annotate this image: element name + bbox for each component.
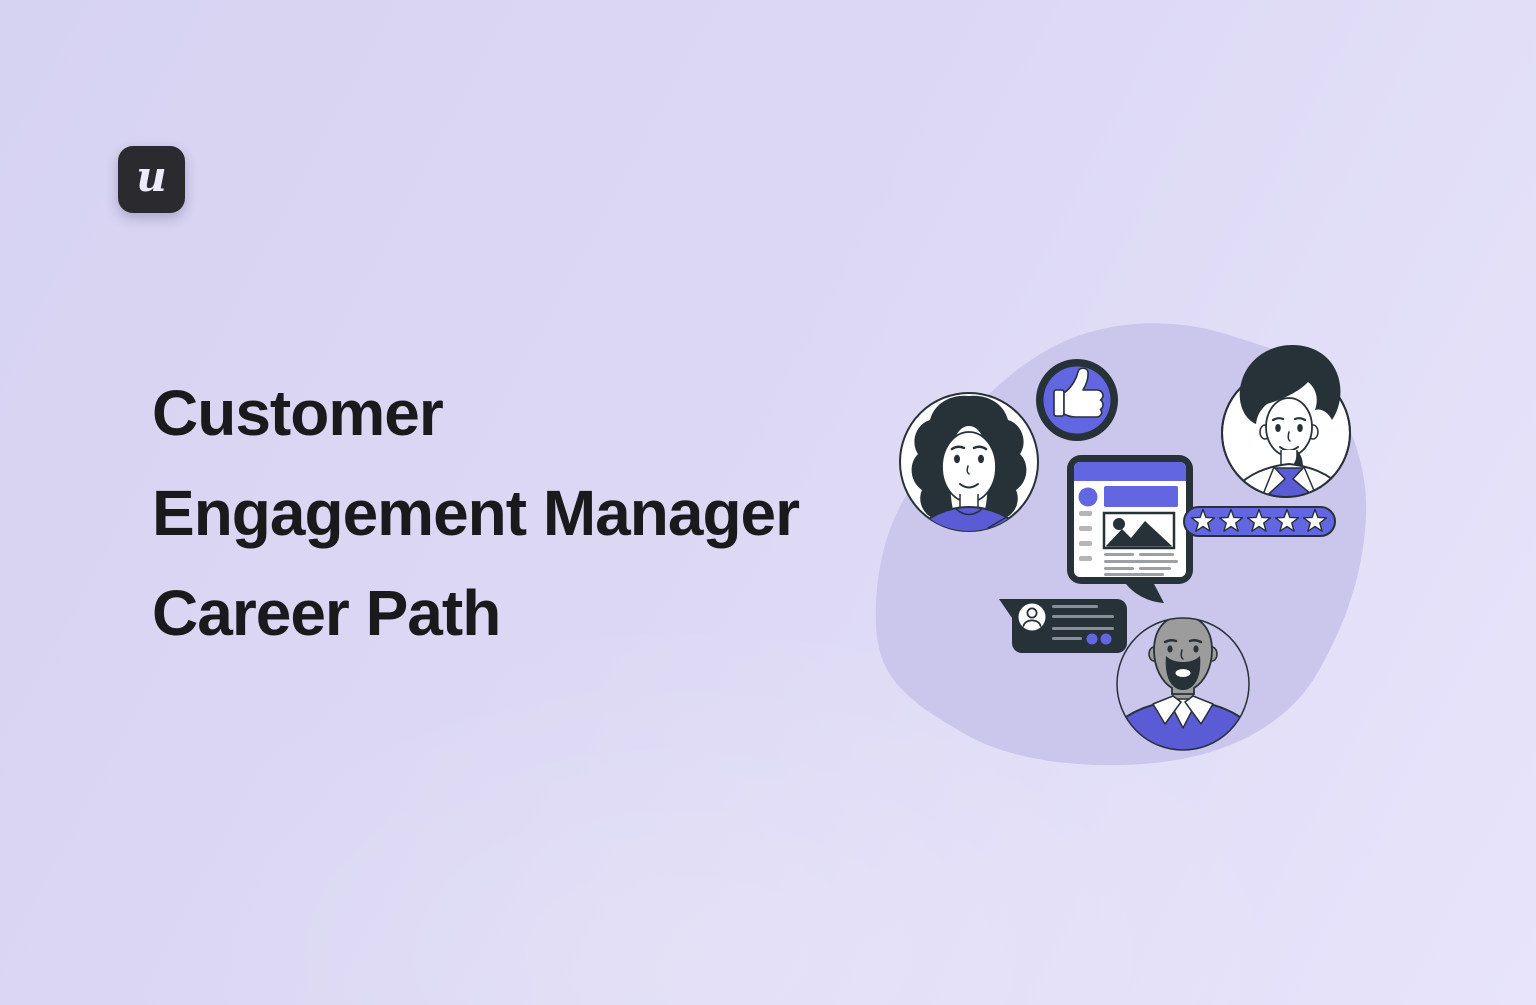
five-star-rating	[1183, 506, 1336, 537]
image-placeholder-icon	[1102, 511, 1176, 550]
card-avatar-dot	[1078, 487, 1098, 507]
title-line-1: Customer	[152, 377, 444, 449]
chat-action-dot	[1085, 632, 1099, 646]
thumbs-up-icon	[1036, 359, 1118, 441]
chat-action-dot	[1099, 632, 1113, 646]
browser-review-card	[1067, 455, 1193, 603]
chat-message-bubble	[999, 599, 1127, 653]
page-title: Customer Engagement Manager Career Path	[152, 363, 932, 663]
man-hair	[1239, 345, 1341, 424]
user-icon	[1018, 603, 1046, 631]
userpilot-logo: u	[118, 146, 185, 213]
logo-letter: u	[136, 151, 167, 201]
title-line-2: Engagement Manager	[152, 477, 800, 549]
title-line-3: Career Path	[152, 577, 501, 649]
customer-engagement-illustration	[875, 323, 1367, 766]
woman-avatar	[899, 392, 1039, 532]
